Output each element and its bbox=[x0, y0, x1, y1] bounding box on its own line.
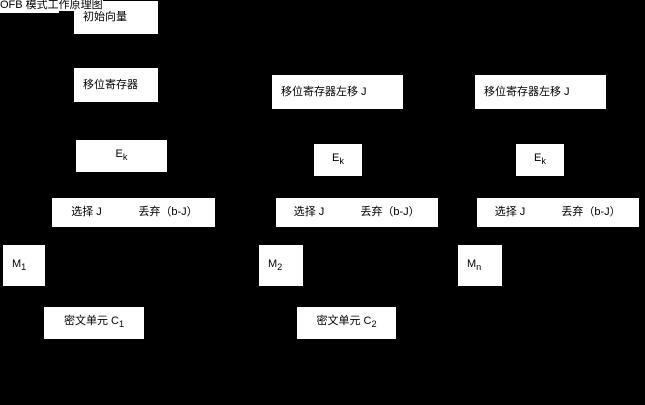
shift-register-box-3: 移位寄存器左移 J bbox=[475, 75, 606, 109]
select-box-3: 选择 J bbox=[477, 198, 543, 227]
encrypt-box-1: Ek bbox=[76, 140, 167, 172]
encrypt-label-3: Ek bbox=[534, 152, 546, 167]
message-subscript-3: n bbox=[476, 262, 482, 272]
message-subscript-1: 1 bbox=[21, 262, 27, 272]
select-box-2: 选择 J bbox=[276, 198, 342, 227]
message-label-2: M2 bbox=[268, 257, 283, 272]
discard-box-3: 丢弃（b-J） bbox=[543, 198, 639, 227]
encrypt-label-2: Ek bbox=[332, 152, 344, 167]
shift-register-label-3: 移位寄存器左移 J bbox=[484, 85, 570, 98]
shift-register-label-1: 移位寄存器 bbox=[83, 78, 138, 91]
encrypt-box-2: Ek bbox=[314, 144, 362, 176]
message-box-2: M2 bbox=[259, 245, 303, 286]
initial-vector-label: 初始向量 bbox=[83, 11, 127, 23]
message-subscript-2: 2 bbox=[277, 262, 283, 272]
discard-box-1: 丢弃（b-J） bbox=[121, 198, 215, 227]
ciphertext-subscript-1: 1 bbox=[118, 319, 125, 330]
shift-register-box-2: 移位寄存器左移 J bbox=[272, 75, 403, 109]
encrypt-box-3: Ek bbox=[516, 144, 564, 176]
select-label-1: 选择 J bbox=[71, 206, 102, 218]
message-box-3: Mn bbox=[458, 245, 502, 286]
encrypt-subscript-3: k bbox=[541, 156, 546, 167]
ciphertext-label-1: 密文单元 C1 bbox=[63, 315, 125, 330]
discard-label-3: 丢弃（b-J） bbox=[561, 206, 621, 218]
ciphertext-label-2: 密文单元 C2 bbox=[316, 315, 377, 330]
shift-register-box-1: 移位寄存器 bbox=[74, 68, 158, 102]
discard-label-2: 丢弃（b-J） bbox=[360, 206, 420, 218]
encrypt-subscript-2: k bbox=[339, 156, 344, 167]
message-label-3: Mn bbox=[467, 257, 482, 272]
message-label-1: M1 bbox=[12, 257, 27, 272]
select-box-1: 选择 J bbox=[52, 198, 121, 227]
encrypt-subscript-1: k bbox=[122, 152, 128, 163]
discard-box-2: 丢弃（b-J） bbox=[342, 198, 438, 227]
ciphertext-subscript-2: 2 bbox=[371, 319, 377, 330]
select-label-2: 选择 J bbox=[293, 206, 325, 218]
ciphertext-box-2: 密文单元 C2 bbox=[297, 307, 396, 339]
shift-register-label-2: 移位寄存器左移 J bbox=[281, 85, 367, 98]
ciphertext-box-1: 密文单元 C1 bbox=[44, 307, 144, 339]
diagram-title-box: OFB 模式工作原理图 bbox=[0, 0, 103, 11]
discard-label-1: 丢弃（b-J） bbox=[138, 206, 198, 218]
diagram-title: OFB 模式工作原理图 bbox=[0, 0, 103, 11]
select-label-3: 选择 J bbox=[494, 206, 526, 218]
message-box-1: M1 bbox=[3, 245, 45, 286]
encrypt-label-1: Ek bbox=[115, 148, 128, 163]
